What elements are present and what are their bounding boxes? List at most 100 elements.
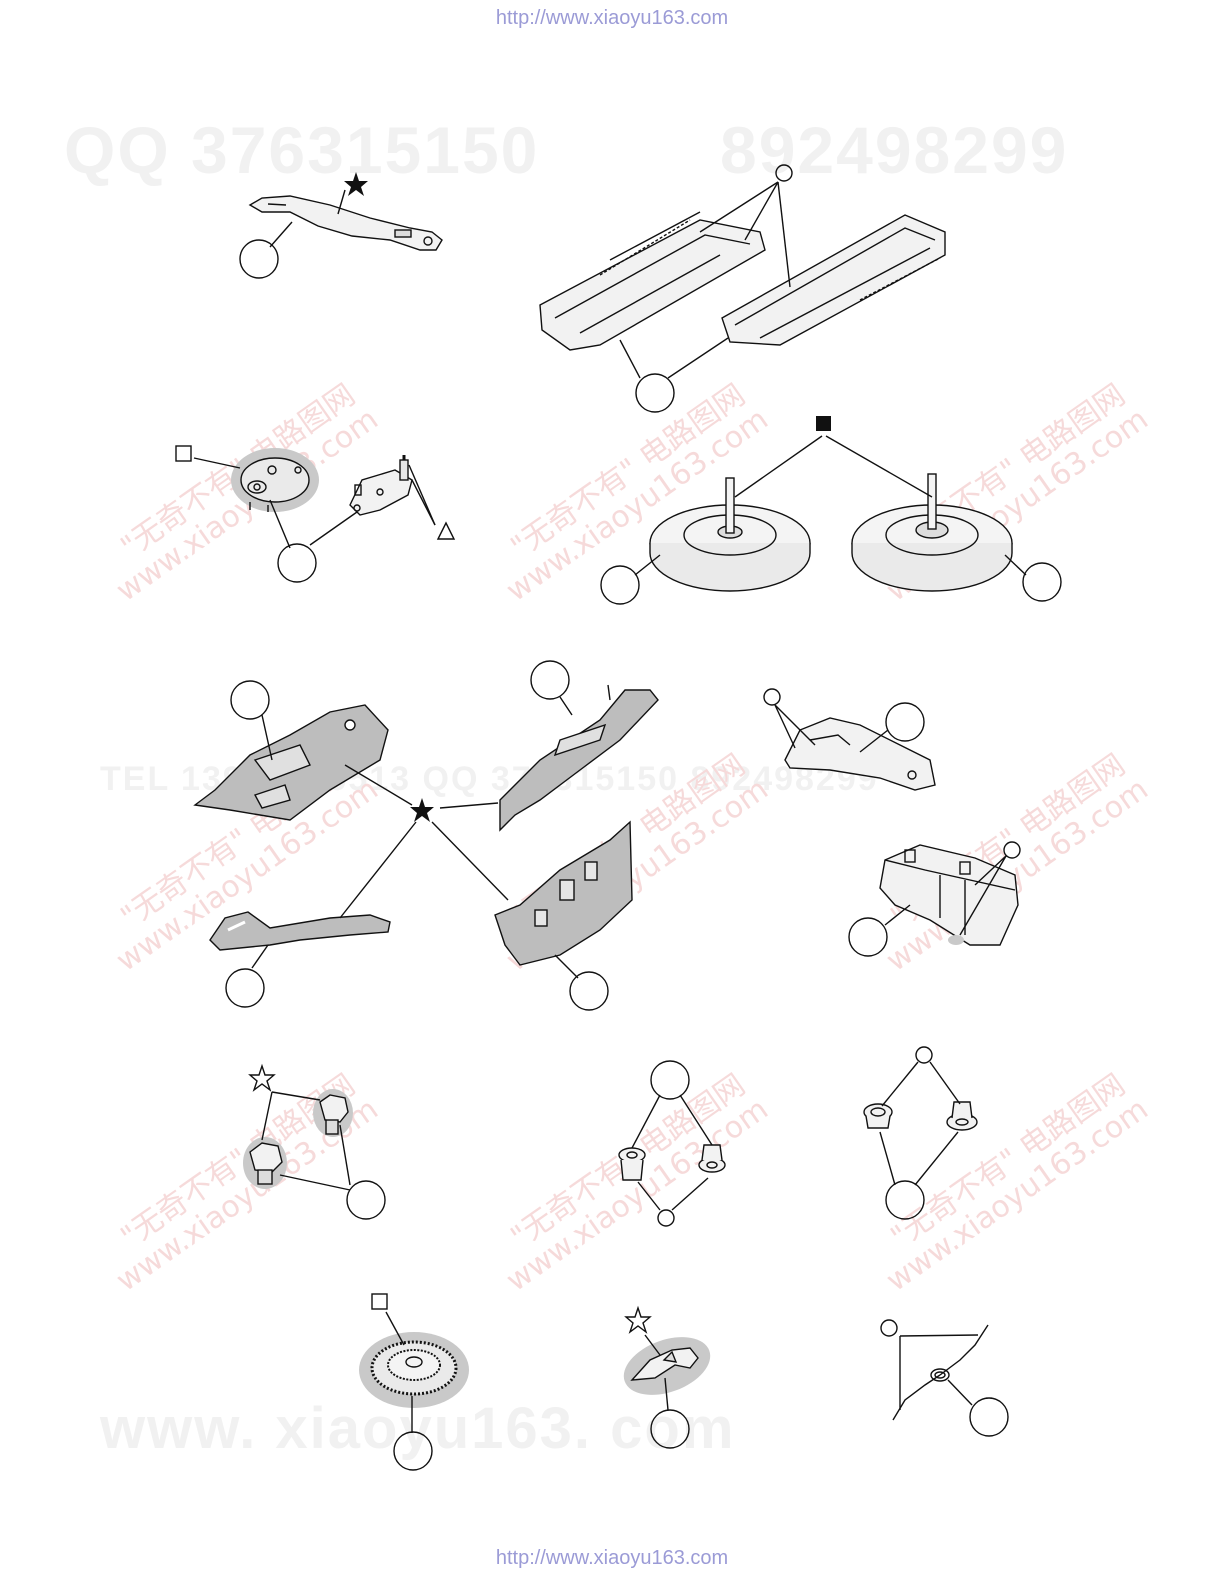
- leader-line: [947, 1379, 973, 1406]
- white-circle-symbol: [1003, 841, 1021, 859]
- footer-url[interactable]: http://www.xiaoyu163.com: [495, 1547, 729, 1569]
- leader-line: [879, 1131, 896, 1186]
- white-circle-symbol: [880, 1319, 898, 1337]
- part-bracket-with-pins: [349, 455, 413, 516]
- leader-line: [269, 499, 291, 549]
- leader-line: [881, 1061, 919, 1107]
- leader-line: [959, 855, 1007, 936]
- part-chassis-bracket-lower: [494, 820, 633, 966]
- part-bushing-right: [698, 1144, 726, 1173]
- leader-line: [251, 944, 269, 969]
- leader-line: [554, 954, 579, 979]
- white-star-symbol: [248, 1063, 276, 1092]
- leader-line: [734, 435, 823, 498]
- callout-circle: [650, 1060, 690, 1100]
- part-motor-plate: [240, 457, 310, 512]
- callout-circle: [885, 1180, 925, 1220]
- callout-circle: [346, 1180, 386, 1220]
- leader-line: [859, 729, 889, 753]
- leader-line: [344, 764, 413, 806]
- leader-line: [385, 1311, 405, 1346]
- leader-line: [439, 802, 499, 809]
- part-bushing-far-left: [863, 1103, 893, 1129]
- part-flywheel-left: [649, 477, 811, 592]
- white-square-symbol: [175, 445, 192, 462]
- callout-circle: [393, 1431, 433, 1471]
- leader-line: [559, 696, 573, 716]
- leader-line: [1004, 554, 1027, 576]
- leader-line: [279, 1174, 351, 1191]
- part-lever-top-left: [248, 195, 443, 251]
- callout-circle: [230, 680, 270, 720]
- leader-line: [825, 435, 933, 498]
- white-circle-symbol: [657, 1209, 675, 1227]
- leader-line: [664, 1377, 669, 1411]
- leader-line: [744, 181, 779, 241]
- callout-circle: [277, 543, 317, 583]
- leader-line: [777, 181, 791, 288]
- part-small-lever: [630, 1347, 699, 1381]
- watermark-qq-left: QQ 376315150: [64, 113, 540, 187]
- callout-circle: [225, 968, 265, 1008]
- part-slider-plate-right: [721, 214, 946, 346]
- leader-line: [261, 1091, 273, 1141]
- leader-line: [679, 1094, 713, 1146]
- part-knob-upper: [319, 1094, 349, 1135]
- part-flywheel-right: [851, 473, 1013, 592]
- callout-circle: [635, 373, 675, 413]
- leader-line: [774, 704, 816, 746]
- callout-circle: [848, 917, 888, 957]
- leader-line: [637, 1181, 661, 1211]
- leader-line: [309, 511, 358, 546]
- leader-line: [634, 554, 661, 576]
- part-gear: [370, 1340, 458, 1396]
- part-bushing-far-right: [946, 1101, 978, 1131]
- watermark-qq-right: 892498299: [720, 113, 1069, 187]
- callout-circle: [239, 239, 279, 279]
- leader-line: [899, 1334, 979, 1337]
- leader-line: [667, 337, 729, 379]
- white-triangle-symbol: [436, 521, 456, 540]
- leader-line: [408, 464, 436, 526]
- white-circle-symbol: [775, 164, 793, 182]
- leader-line: [337, 189, 346, 215]
- callout-circle: [969, 1397, 1009, 1437]
- white-square-symbol: [371, 1293, 388, 1310]
- leader-line: [644, 1334, 661, 1356]
- white-circle-symbol: [763, 688, 781, 706]
- leader-line: [193, 457, 241, 469]
- part-torsion-spring: [892, 1324, 989, 1421]
- header-url[interactable]: http://www.xiaoyu163.com: [495, 7, 729, 29]
- part-bushing-left: [618, 1147, 646, 1181]
- black-star-symbol: [344, 172, 368, 196]
- callout-circle: [885, 702, 925, 742]
- leader-line: [929, 1061, 961, 1105]
- leader-line: [631, 1094, 661, 1149]
- callout-circle: [1022, 562, 1062, 602]
- leader-line: [884, 904, 911, 926]
- callout-circle: [530, 660, 570, 700]
- leader-line: [271, 1091, 321, 1101]
- leader-line: [974, 855, 1007, 886]
- leader-line: [619, 339, 641, 379]
- part-knob-lower: [249, 1142, 283, 1185]
- callout-circle: [600, 565, 640, 605]
- part-slider-plate-left: [539, 211, 766, 351]
- leader-line: [339, 1124, 351, 1186]
- black-star-symbol: [410, 798, 434, 822]
- leader-line: [774, 704, 796, 749]
- leader-line: [339, 821, 417, 919]
- black-square-symbol: [816, 416, 831, 431]
- leader-line: [261, 714, 273, 761]
- leader-line: [699, 181, 779, 233]
- leader-line: [269, 221, 293, 248]
- part-holder-block: [879, 844, 1019, 946]
- part-link-lever: [209, 911, 391, 951]
- part-chassis-plate: [193, 704, 389, 821]
- leader-line: [671, 1177, 709, 1211]
- white-star-symbol: [624, 1305, 652, 1334]
- callout-circle: [569, 971, 609, 1011]
- part-chassis-bracket-upper: [499, 684, 659, 832]
- leader-line: [914, 1131, 959, 1186]
